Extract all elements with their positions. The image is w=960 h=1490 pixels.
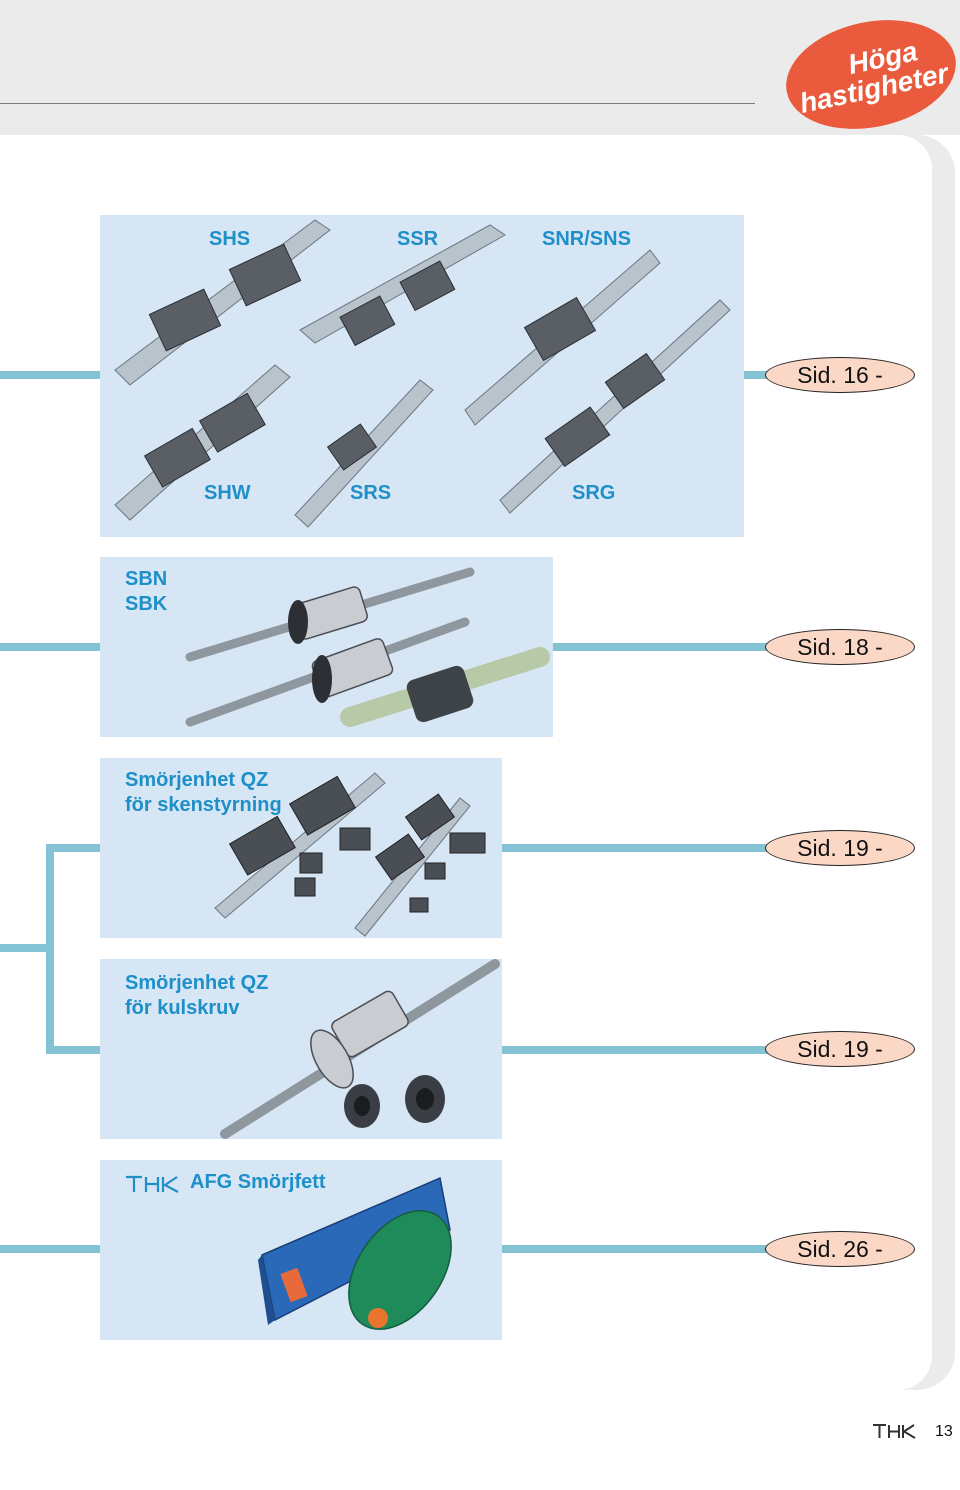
- qz-screw-title-line-1: Smörjenhet QZ: [125, 972, 269, 994]
- page-ref-26[interactable]: Sid. 26 -: [765, 1231, 915, 1267]
- page-ref-16[interactable]: Sid. 16 -: [765, 357, 915, 393]
- qz-ball-screw-box: Smörjenhet QZ för kulskruv: [100, 959, 502, 1139]
- model-label-shs: SHS: [209, 228, 251, 250]
- qz-linear-guide-box: Smörjenhet QZ för skenstyrning: [100, 758, 502, 938]
- page-number: 13: [935, 1423, 953, 1440]
- model-label-sbk: SBK: [125, 593, 168, 615]
- qz-linear-title-line-1: Smörjenhet QZ: [125, 769, 269, 791]
- linear-guides-box: SHS SSR SNR/SNS SHW SRS SRG: [100, 215, 744, 537]
- ball-screws-box: SBN SBK: [100, 557, 553, 737]
- page-ref-19a[interactable]: Sid. 19 -: [765, 830, 915, 866]
- afg-title: AFG Smörjfett: [190, 1171, 326, 1193]
- page-ref-19b[interactable]: Sid. 19 -: [765, 1031, 915, 1067]
- qz-linear-title-line-2: för skenstyrning: [125, 794, 282, 816]
- model-label-srg: SRG: [572, 482, 616, 504]
- afg-grease-box: AFG Smörjfett: [100, 1160, 502, 1340]
- qz-ball-screw-illustration: [220, 959, 500, 1139]
- thk-logo: [126, 1175, 179, 1193]
- afg-grease-illustration: [258, 1176, 452, 1330]
- page-ref-18[interactable]: Sid. 18 -: [765, 629, 915, 665]
- model-label-ssr: SSR: [397, 228, 439, 250]
- model-label-shw: SHW: [204, 482, 251, 504]
- qz-linear-guide-illustration: [214, 772, 486, 937]
- model-label-snr-sns: SNR/SNS: [542, 228, 631, 250]
- connector-branch-stub: [0, 944, 54, 952]
- model-label-sbn: SBN: [125, 568, 168, 590]
- ball-screws-illustration: [185, 567, 550, 727]
- header-rule: [0, 103, 755, 104]
- model-label-srs: SRS: [350, 482, 392, 504]
- qz-screw-title-line-2: för kulskruv: [125, 997, 240, 1019]
- footer-thk-logo: [873, 1424, 916, 1439]
- linear-guides-illustration: [114, 219, 731, 528]
